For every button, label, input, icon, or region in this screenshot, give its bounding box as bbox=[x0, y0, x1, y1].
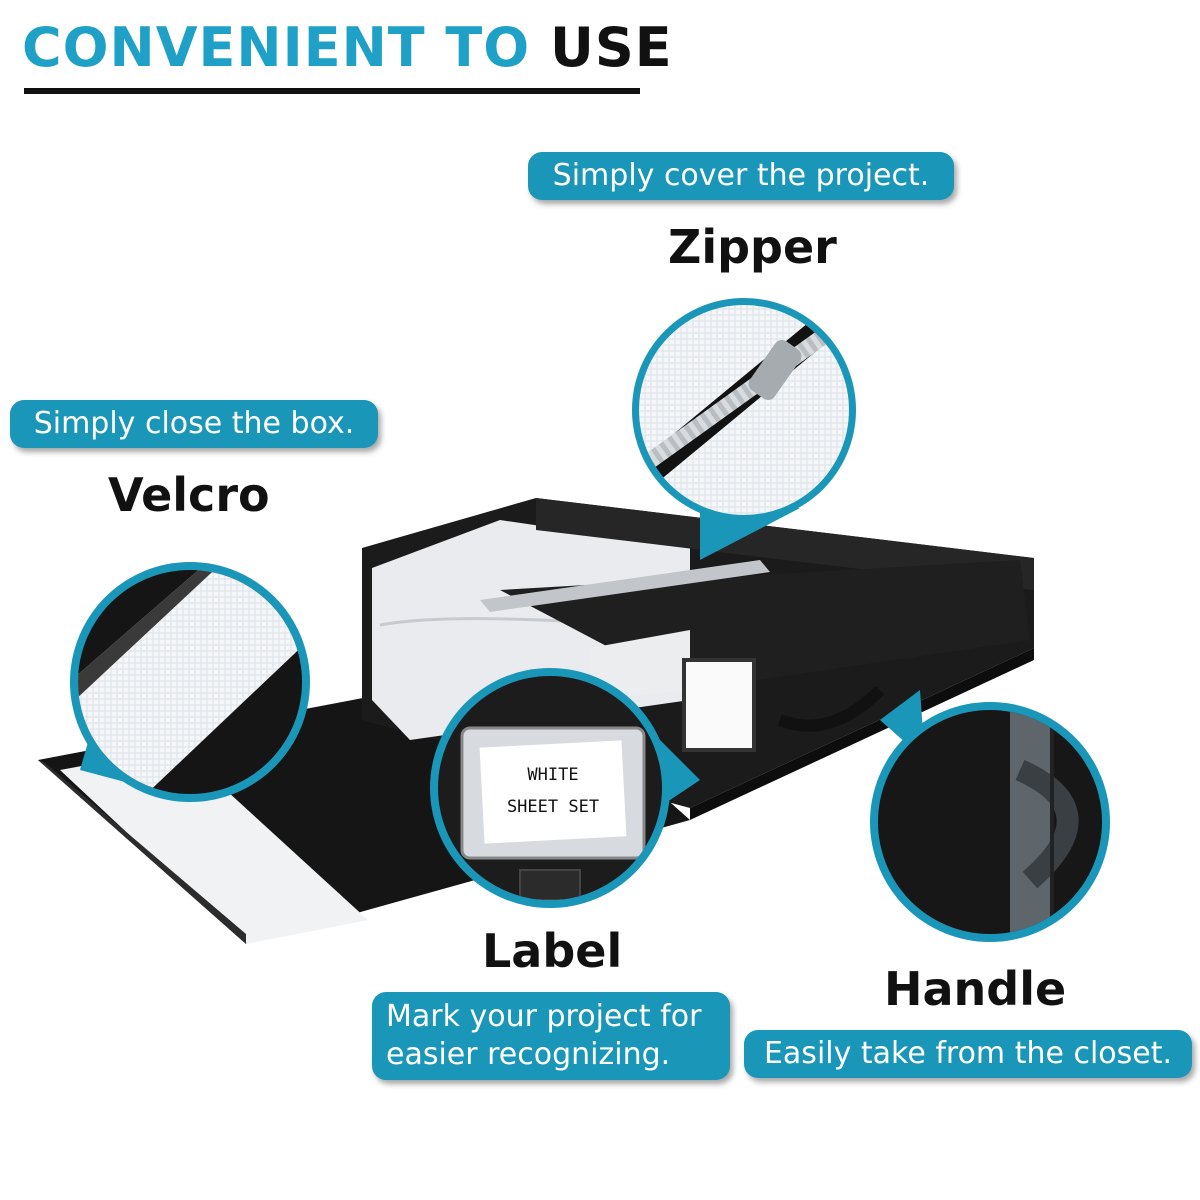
velcro-label: Velcro bbox=[108, 468, 270, 522]
label-caption-line2: easier recognizing. bbox=[386, 1037, 671, 1072]
zipper-caption: Simply cover the project. bbox=[528, 152, 954, 200]
velcro-caption: Simply close the box. bbox=[10, 400, 378, 448]
label-caption-line1: Mark your project for bbox=[386, 999, 702, 1034]
velcro-closeup bbox=[70, 562, 310, 802]
label-closeup bbox=[430, 668, 700, 908]
handle-closeup bbox=[870, 690, 1110, 942]
page-title: CONVENIENT TO USE bbox=[22, 16, 673, 80]
label-label: Label bbox=[482, 924, 623, 978]
title-dark: USE bbox=[549, 16, 673, 79]
handle-label: Handle bbox=[884, 962, 1067, 1016]
zipper-label: Zipper bbox=[668, 220, 837, 274]
tag-card-line1: WHITE bbox=[527, 765, 578, 785]
title-accent: CONVENIENT TO bbox=[22, 16, 531, 79]
handle-caption: Easily take from the closet. bbox=[744, 1030, 1192, 1078]
zipper-closeup bbox=[632, 298, 856, 560]
label-caption: Mark your project for easier recognizing… bbox=[372, 992, 730, 1080]
title-underline bbox=[24, 88, 640, 94]
tag-card-line2: SHEET SET bbox=[507, 797, 599, 817]
